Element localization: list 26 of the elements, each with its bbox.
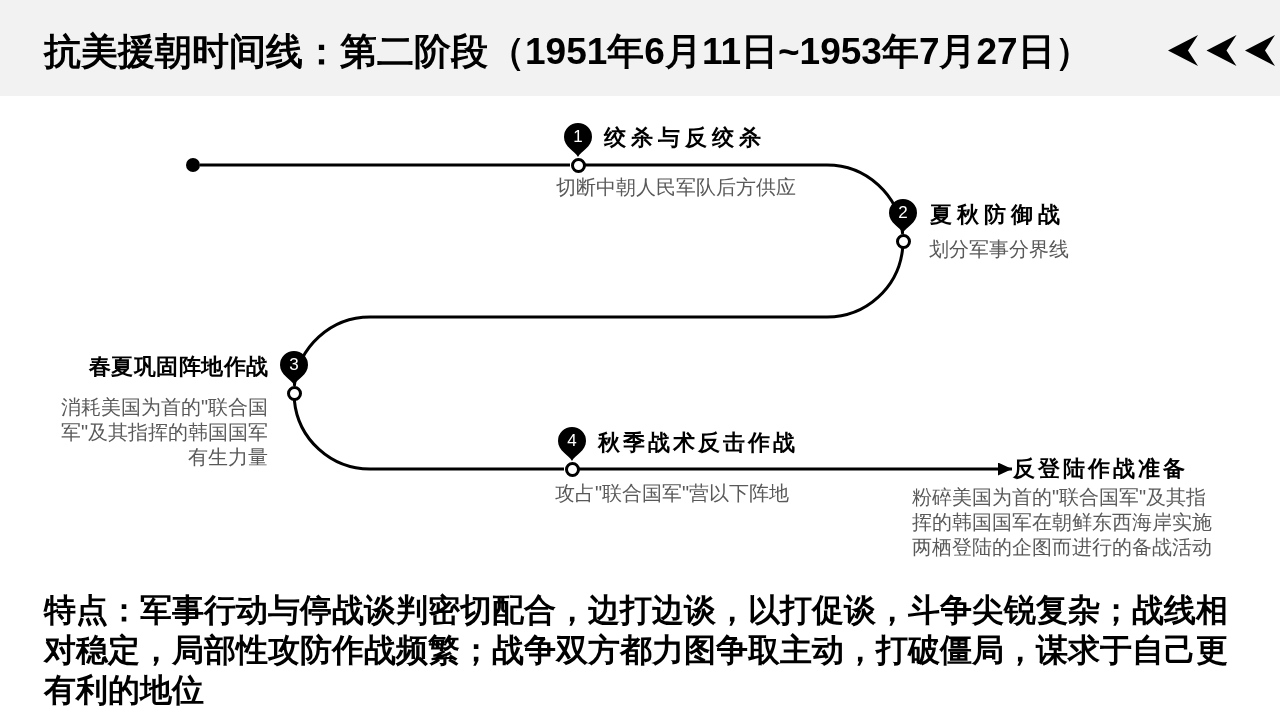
number-pin: 2	[889, 199, 917, 233]
milestone-title: 夏秋防御战	[930, 201, 1065, 229]
timeline-line	[200, 163, 570, 167]
timeline-line	[292, 247, 905, 387]
milestone-description: 划分军事分界线	[929, 237, 1069, 262]
milestone-ring	[286, 385, 302, 401]
number-pin: 4	[558, 427, 586, 461]
milestone-title: 春夏巩固阵地作战	[88, 353, 269, 381]
milestone-description: 粉碎美国为首的"联合国军"及其指挥的韩国国军在朝鲜东西海岸实施两栖登陆的企图而进行的备战活动	[912, 485, 1213, 560]
milestone-ring	[895, 233, 911, 249]
number-pin: 1	[564, 123, 592, 157]
timeline-line	[292, 399, 564, 471]
milestone-ring	[564, 461, 580, 477]
milestone-description: 切断中朝人民军队后方供应	[556, 175, 796, 200]
timeline-arrow	[579, 462, 1012, 476]
milestone-description: 消耗美国为首的"联合国军"及其指挥的韩国国军有生力量	[59, 395, 268, 470]
milestone-title: 秋季战术反击作战	[598, 429, 798, 457]
timeline-line	[585, 163, 905, 235]
page-title: 抗美援朝时间线：第二阶段（1951年6月11日~1953年7月27日）	[44, 30, 1092, 74]
milestone-description: 攻占"联合国军"营以下阵地	[555, 481, 790, 506]
caption: 特点：军事行动与停战谈判密切配合，边打边谈，以打促谈，斗争尖锐复杂；战线相对稳定，局部性攻防作战频繁；战争双方都力图争取主动，打破僵局，谋求于自己更有利的地位	[44, 591, 1229, 710]
number-pin: 3	[280, 351, 308, 385]
milestone-ring	[570, 157, 586, 173]
start-dot	[186, 158, 200, 172]
milestone-title: 绞杀与反绞杀	[604, 124, 766, 152]
milestone-title: 反登陆作战准备	[1013, 455, 1188, 483]
